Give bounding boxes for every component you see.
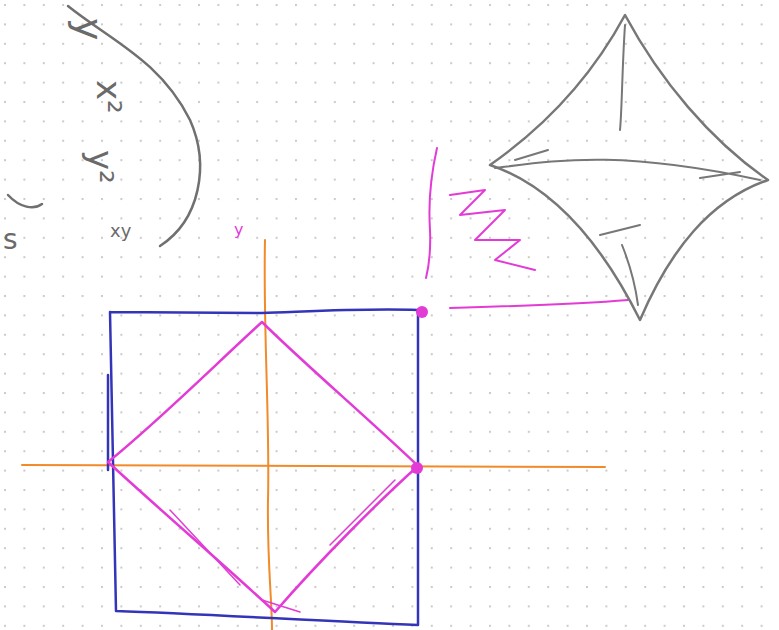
x-axis xyxy=(22,465,605,467)
handwritten-term: y xyxy=(70,18,108,41)
handwritten-term: xy xyxy=(110,222,131,240)
zigzag xyxy=(450,190,535,270)
bracket xyxy=(68,6,200,246)
leader-line xyxy=(450,300,628,308)
dot xyxy=(416,306,428,318)
diamond-stroke xyxy=(170,480,395,612)
star-edge xyxy=(495,25,760,305)
handwritten-term: x² xyxy=(92,80,126,114)
wavy-line xyxy=(426,148,437,278)
y-axis xyxy=(265,240,272,630)
bracket xyxy=(8,195,42,207)
square xyxy=(108,309,418,625)
axis-label: y xyxy=(234,222,243,238)
handwritten-fragment: s xyxy=(3,226,18,254)
diamond xyxy=(108,322,418,612)
handwritten-term: y² xyxy=(84,150,118,184)
star-solid xyxy=(490,15,768,320)
dot xyxy=(411,462,423,474)
